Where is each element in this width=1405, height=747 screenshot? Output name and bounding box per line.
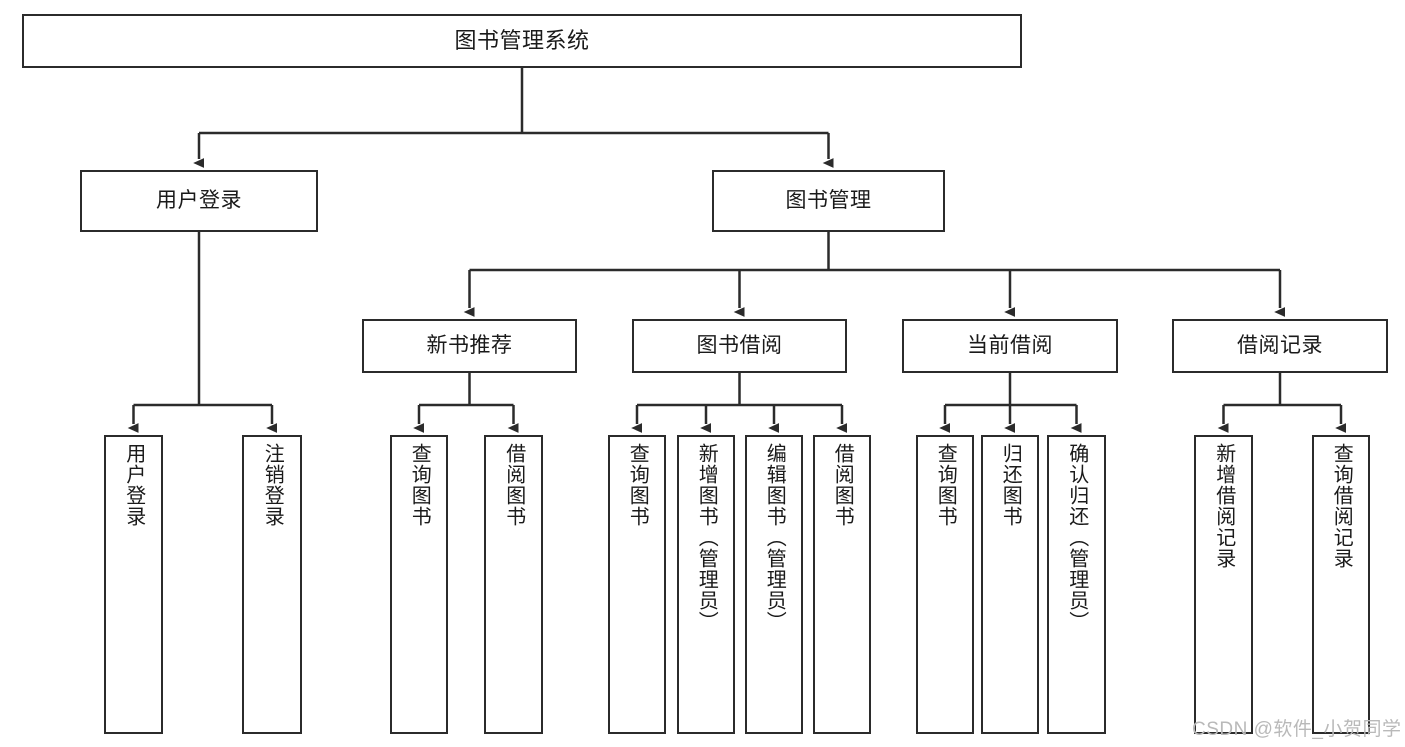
node-book-management[interactable]: 图书管理 — [712, 170, 945, 232]
node-leaf-edit-book[interactable]: 编辑图书（管理员） — [745, 435, 803, 734]
node-leaf-borrow-book-1[interactable]: 借阅图书 — [484, 435, 543, 734]
node-leaf-user-login[interactable]: 用户登录 — [104, 435, 163, 734]
node-label: 用户登录 — [156, 188, 242, 212]
node-label: 新增图书（管理员） — [695, 443, 718, 632]
node-leaf-borrow-book-2[interactable]: 借阅图书 — [813, 435, 871, 734]
node-label: 用户登录 — [122, 443, 145, 527]
node-label: 图书管理 — [785, 188, 872, 212]
node-label: 查询图书 — [408, 443, 431, 527]
node-leaf-query-book-3[interactable]: 查询图书 — [916, 435, 974, 734]
node-label: 图书管理系统 — [454, 28, 590, 54]
node-label: 借阅图书 — [502, 443, 525, 527]
node-borrow-records[interactable]: 借阅记录 — [1172, 319, 1388, 373]
node-label: 新增借阅记录 — [1212, 443, 1235, 569]
node-root[interactable]: 图书管理系统 — [22, 14, 1022, 68]
node-label: 查询图书 — [626, 443, 649, 527]
node-label: 借阅记录 — [1237, 333, 1323, 357]
node-label: 归还图书 — [999, 443, 1022, 527]
node-label: 查询图书 — [934, 443, 957, 527]
node-label: 注销登录 — [261, 443, 284, 527]
connector-lines — [127, 68, 1347, 433]
node-user-login[interactable]: 用户登录 — [80, 170, 318, 232]
node-label: 借阅图书 — [831, 443, 854, 527]
node-leaf-add-record[interactable]: 新增借阅记录 — [1194, 435, 1253, 734]
node-label: 图书借阅 — [696, 333, 783, 357]
node-label: 查询借阅记录 — [1330, 443, 1353, 569]
node-label: 当前借阅 — [967, 333, 1053, 357]
node-label: 新书推荐 — [426, 333, 513, 357]
node-leaf-query-record[interactable]: 查询借阅记录 — [1312, 435, 1370, 734]
node-leaf-return-book[interactable]: 归还图书 — [981, 435, 1039, 734]
node-book-borrowing[interactable]: 图书借阅 — [632, 319, 847, 373]
node-label: 编辑图书（管理员） — [763, 443, 786, 632]
node-label: 确认归还（管理员） — [1065, 443, 1088, 632]
node-leaf-query-book-2[interactable]: 查询图书 — [608, 435, 666, 734]
node-current-borrowing[interactable]: 当前借阅 — [902, 319, 1118, 373]
node-leaf-add-book[interactable]: 新增图书（管理员） — [677, 435, 735, 734]
node-leaf-query-book-1[interactable]: 查询图书 — [390, 435, 448, 734]
node-leaf-user-logout[interactable]: 注销登录 — [242, 435, 302, 734]
node-leaf-confirm-return[interactable]: 确认归还（管理员） — [1047, 435, 1106, 734]
node-new-book-recommend[interactable]: 新书推荐 — [362, 319, 577, 373]
